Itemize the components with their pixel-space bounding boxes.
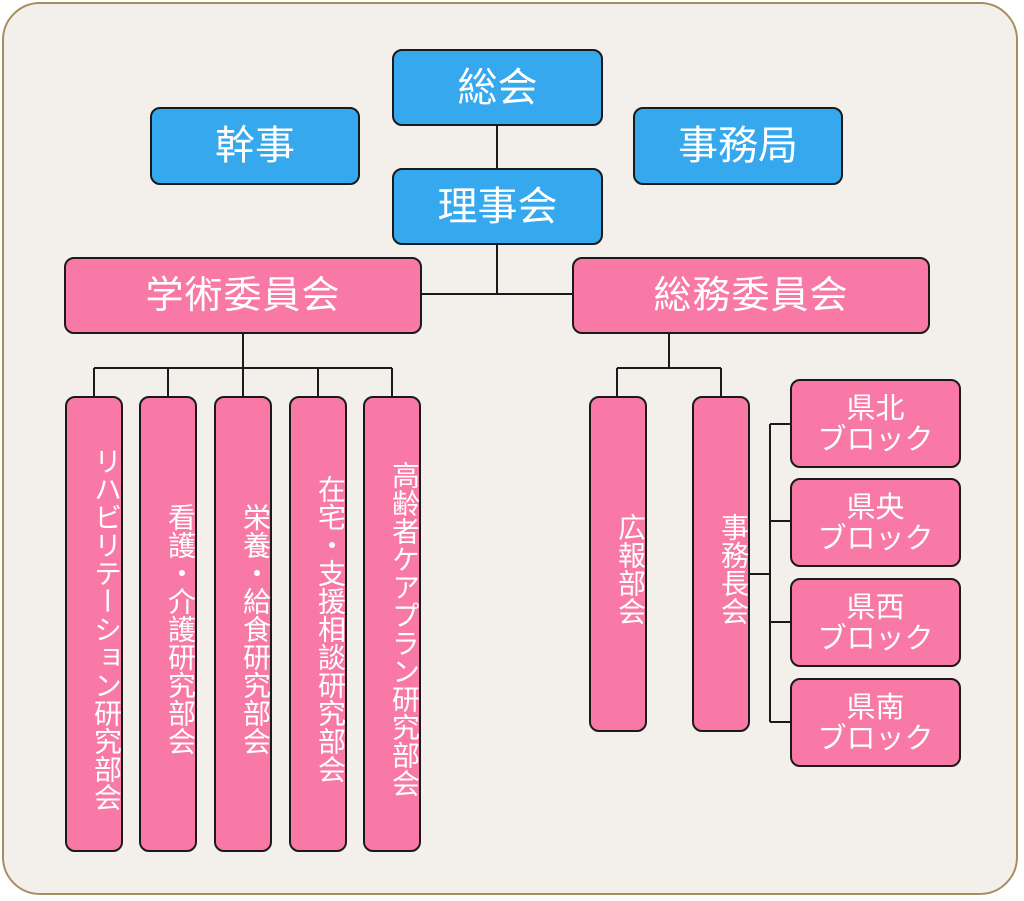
block-central-box: 県央ブロック bbox=[790, 478, 961, 567]
secretariat-box: 事務局 bbox=[633, 107, 843, 185]
block-south-suffix: ブロック bbox=[817, 720, 934, 755]
rehabilitation-division-box: リハビリテーション研究部会 bbox=[65, 396, 123, 852]
block-central-suffix: ブロック bbox=[817, 520, 934, 555]
pr-division-box: 広報部会 bbox=[589, 396, 647, 732]
block-central-name: 県央 bbox=[846, 490, 905, 525]
block-west-suffix: ブロック bbox=[817, 620, 934, 655]
block-north-name: 県北 bbox=[846, 391, 905, 426]
general-assembly-box: 総会 bbox=[392, 49, 603, 126]
block-south-box: 県南ブロック bbox=[790, 678, 961, 767]
block-west-name: 県西 bbox=[846, 590, 905, 625]
block-north-suffix: ブロック bbox=[817, 421, 934, 456]
block-north-box: 県北ブロック bbox=[790, 379, 961, 468]
officers-box: 幹事 bbox=[150, 107, 360, 185]
block-west-box: 県西ブロック bbox=[790, 578, 961, 667]
office-managers-division-box: 事務長会 bbox=[692, 396, 750, 732]
nursing-care-division-box: 看護・介護研究部会 bbox=[139, 396, 197, 852]
general-affairs-committee-box: 総務委員会 bbox=[572, 257, 930, 334]
home-support-division-box: 在宅・支援相談研究部会 bbox=[289, 396, 347, 852]
elderly-careplan-division-box: 高齢者ケアプラン研究部会 bbox=[363, 396, 421, 852]
nutrition-food-division-box: 栄養・給食研究部会 bbox=[214, 396, 272, 852]
academic-committee-box: 学術委員会 bbox=[64, 257, 422, 334]
block-south-name: 県南 bbox=[846, 690, 905, 725]
board-box: 理事会 bbox=[392, 168, 603, 245]
